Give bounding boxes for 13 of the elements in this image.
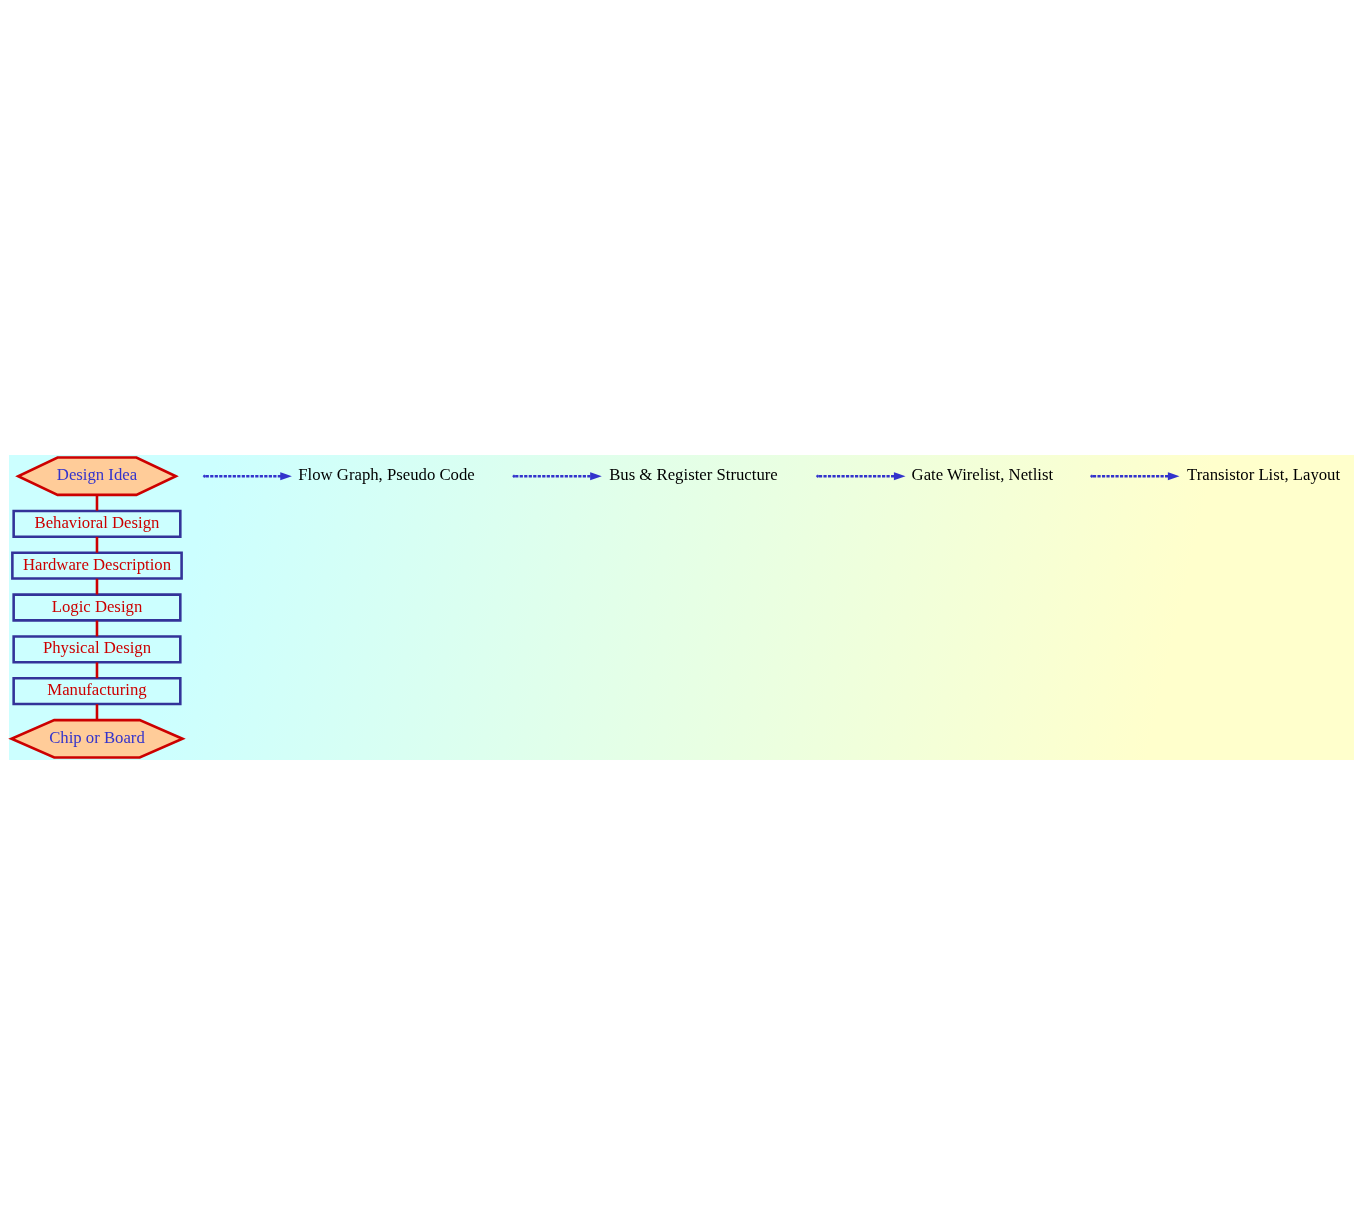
arrow: [515, 471, 602, 480]
node-box: Behavioral Design: [12, 509, 182, 538]
arrow: [818, 471, 906, 480]
node-text: Bus & Register Structure: [609, 464, 778, 484]
arrow: [1092, 471, 1180, 480]
node-text: Transistor List, Layout: [1187, 464, 1341, 484]
node-box: Manufacturing: [12, 676, 182, 705]
node-text: Gate Wirelist, Netlist: [911, 464, 1054, 484]
arrow: [205, 471, 292, 480]
node-text: Flow Graph, Pseudo Code: [298, 464, 475, 484]
node-box: Hardware Description: [11, 551, 183, 580]
node-box: Logic Design: [12, 592, 182, 622]
node-box: Physical Design: [12, 634, 182, 663]
